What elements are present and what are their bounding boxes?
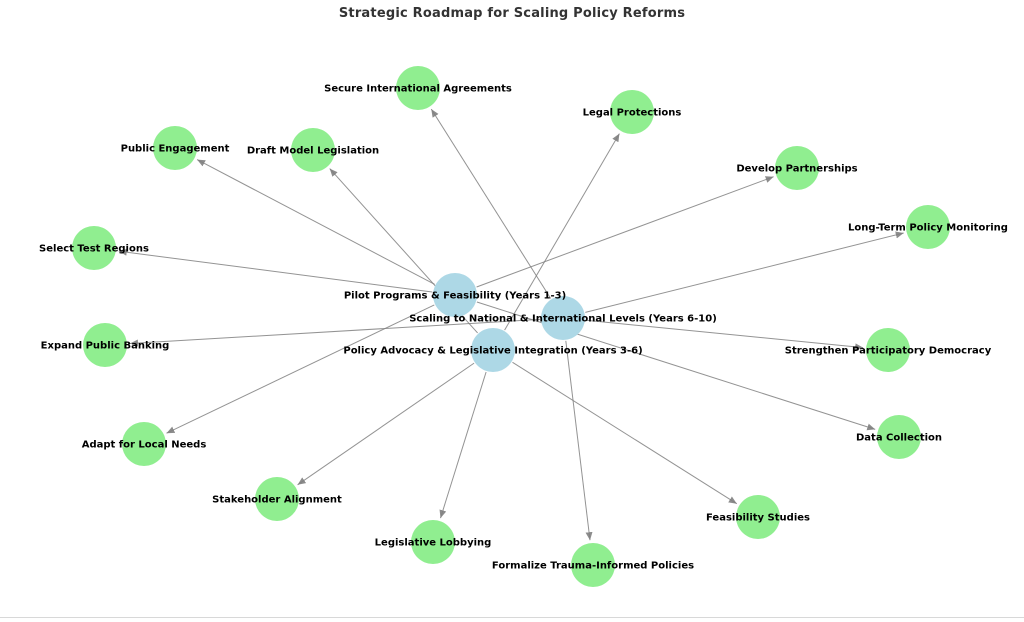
node-select_test_regions <box>72 226 116 270</box>
edge-pilot-adapt_for_local_needs <box>166 304 435 434</box>
edge-advocacy-legal_protections <box>504 133 620 331</box>
node-formalize_trauma_informed_policies <box>571 543 615 587</box>
edge-pilot-develop_partnerships <box>476 176 774 288</box>
node-label-secure_international_agreements: Secure International Agreements <box>324 84 512 95</box>
node-label-select_test_regions: Select Test Regions <box>39 244 149 255</box>
node-label-expand_public_banking: Expand Public Banking <box>41 341 170 352</box>
edge-pilot-public_engagement <box>196 159 435 285</box>
node-label-pilot: Pilot Programs & Feasibility (Years 1-3) <box>344 291 566 302</box>
edge-scaling-secure_international_agreements <box>430 108 552 299</box>
node-label-stakeholder_alignment: Stakeholder Alignment <box>212 495 342 506</box>
edge-scaling-strengthen_participatory_democracy <box>585 319 864 351</box>
node-stakeholder_alignment <box>255 477 299 521</box>
node-label-adapt_for_local_needs: Adapt for Local Needs <box>82 440 207 451</box>
node-label-strengthen_participatory_democracy: Strengthen Participatory Democracy <box>785 346 992 357</box>
node-label-formalize_trauma_informed_policies: Formalize Trauma-Informed Policies <box>492 561 694 572</box>
node-feasibility_studies <box>736 495 780 539</box>
node-label-feasibility_studies: Feasibility Studies <box>706 513 810 524</box>
node-label-draft_model_legislation: Draft Model Legislation <box>247 146 379 157</box>
node-label-data_collection: Data Collection <box>856 433 942 444</box>
node-label-develop_partnerships: Develop Partnerships <box>736 164 857 175</box>
edge-scaling-expand_public_banking <box>129 318 541 347</box>
node-label-legislative_lobbying: Legislative Lobbying <box>375 538 492 549</box>
node-secure_international_agreements <box>396 66 440 110</box>
node-advocacy <box>471 328 515 372</box>
node-label-advocacy: Policy Advocacy & Legislative Integratio… <box>343 346 642 357</box>
node-public_engagement <box>153 126 197 170</box>
edge-advocacy-stakeholder_alignment <box>297 362 475 486</box>
node-legislative_lobbying <box>411 520 455 564</box>
node-develop_partnerships <box>775 146 819 190</box>
edge-advocacy-feasibility_studies <box>512 361 738 505</box>
figure-title: Strategic Roadmap for Scaling Policy Ref… <box>338 6 686 21</box>
node-label-long_term_policy_monitoring: Long-Term Policy Monitoring <box>848 223 1008 234</box>
node-legal_protections <box>610 90 654 134</box>
node-label-legal_protections: Legal Protections <box>583 108 682 119</box>
axis-frame-bottom <box>0 617 1024 618</box>
edge-scaling-formalize_trauma_informed_policies <box>565 340 593 541</box>
node-pilot <box>433 273 477 317</box>
node-strengthen_participatory_democracy <box>866 328 910 372</box>
node-data_collection <box>877 415 921 459</box>
edge-advocacy-legislative_lobbying <box>439 371 487 519</box>
node-draft_model_legislation <box>291 128 335 172</box>
edge-scaling-long_term_policy_monitoring <box>585 231 904 313</box>
node-expand_public_banking <box>83 323 127 367</box>
node-adapt_for_local_needs <box>122 422 166 466</box>
node-label-scaling: Scaling to National & International Leve… <box>409 314 717 325</box>
node-scaling <box>541 296 585 340</box>
node-long_term_policy_monitoring <box>906 205 950 249</box>
edge-pilot-select_test_regions <box>118 248 433 293</box>
node-label-public_engagement: Public Engagement <box>121 144 230 155</box>
